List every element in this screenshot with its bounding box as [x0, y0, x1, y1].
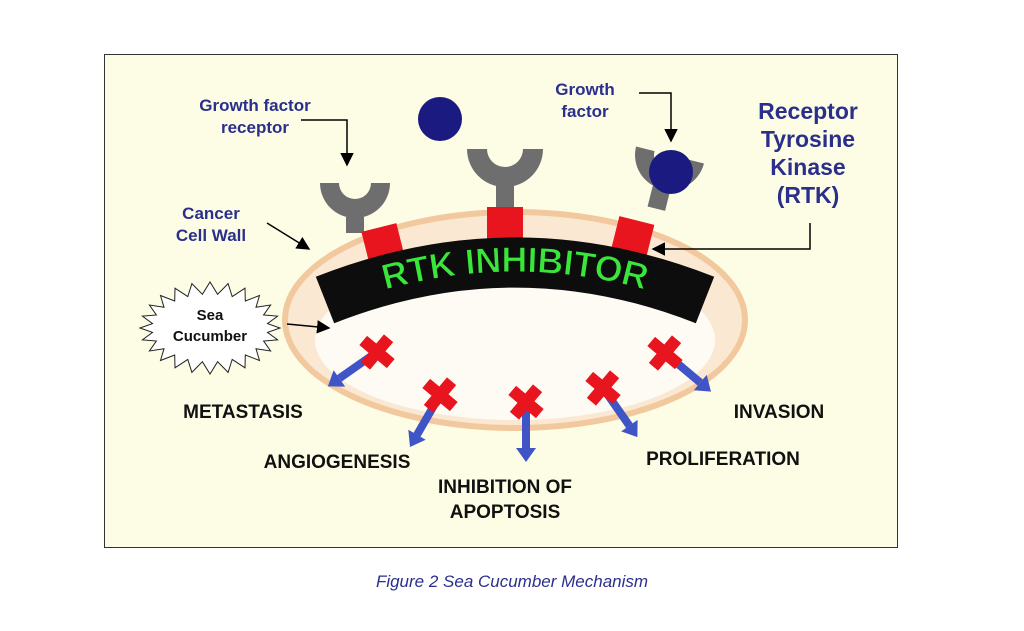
figure-caption: Figure 2 Sea Cucumber Mechanism	[375, 572, 649, 591]
receptor-middle	[467, 149, 543, 239]
label-sea-cucumber: Sea Cucumber	[172, 307, 248, 345]
diagram-canvas: RTK INHIBITOR	[138, 92, 811, 462]
sea-cucumber-starburst	[138, 281, 282, 375]
effect-metastasis: METASTASIS	[183, 402, 303, 423]
arrowhead-proliferation	[621, 419, 638, 438]
effect-angiogenesis: ANGIOGENESIS	[263, 452, 411, 473]
effect-proliferation: PROLIFERATION	[646, 449, 800, 470]
rtk-inhibitor-banner	[315, 237, 715, 324]
diagram-panel: RTK INHIBITOR Growth factor receptor Gro…	[104, 54, 898, 548]
growth-factor-ball-bound	[649, 150, 693, 194]
arrow-sea-cucumber	[286, 320, 331, 334]
inhibition-cross-metastasis	[359, 334, 395, 370]
label-growth-factor: Growth factor	[555, 80, 615, 121]
arrow-rtk	[651, 223, 811, 256]
arrowhead-invasion	[693, 374, 711, 392]
arrow-receptor	[301, 119, 354, 167]
effect-invasion: INVASION	[733, 402, 825, 423]
inhibition-cross-apoptosis	[508, 384, 544, 420]
pointer-arrows	[266, 92, 811, 334]
arrowhead-metastasis	[327, 370, 346, 387]
label-growth-factor-receptor: Growth factor receptor	[199, 96, 311, 137]
growth-factor-ball-free	[418, 97, 462, 141]
inhibition-cross-invasion	[647, 335, 683, 371]
label-cancer-cell-wall: Cancer Cell Wall	[175, 204, 247, 245]
arrow-cell-wall	[266, 222, 311, 250]
arrow-growth-factor	[639, 92, 678, 143]
arrowhead-angiogenesis	[408, 429, 426, 447]
arrowhead-apoptosis	[516, 448, 536, 462]
label-receptor-tyrosine-kinase: Receptor Tyrosine Kinase (RTK)	[758, 98, 858, 208]
inhibited-signals	[327, 334, 711, 462]
inhibition-cross-proliferation	[585, 370, 621, 406]
inhibition-cross-angiogenesis	[422, 377, 458, 413]
effect-inhibition-of-apoptosis: INHIBITION OF APOPTOSIS	[437, 477, 573, 523]
